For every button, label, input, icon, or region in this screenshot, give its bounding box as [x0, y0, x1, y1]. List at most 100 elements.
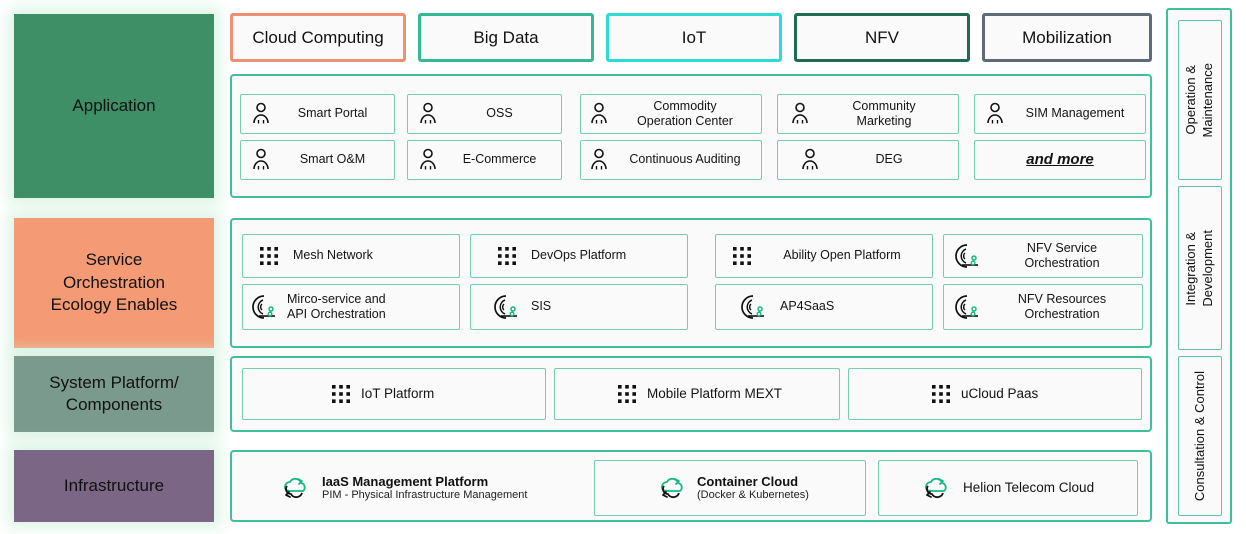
person-icon — [790, 102, 810, 126]
orchestration-icon — [740, 294, 768, 320]
service-item-label: Mesh Network — [293, 248, 373, 263]
grid-dots-icon — [931, 384, 951, 404]
domain-chip-label: IoT — [681, 27, 707, 47]
application-item-label: DEG — [875, 152, 903, 167]
application-item-label: Smart Portal — [297, 106, 368, 121]
application-item-label: Smart O&M — [299, 152, 366, 167]
person-icon — [251, 102, 271, 126]
application-item-smart-portal[interactable]: Smart Portal — [240, 94, 395, 134]
service-item-label: SIS — [531, 299, 552, 314]
infrastructure-item-text: IaaS Management Platform PIM - Physical … — [322, 474, 527, 503]
application-item-label: OSS — [486, 106, 513, 121]
orchestration-icon — [954, 294, 982, 320]
application-item-community-marketing[interactable]: Community Marketing — [777, 94, 959, 134]
cloud-sync-icon — [919, 474, 951, 502]
grid-dots-icon — [732, 246, 752, 266]
domain-chip-label: Big Data — [473, 27, 539, 47]
service-item-ap4saas[interactable]: AP4SaaS — [715, 284, 933, 330]
service-item-label: NFV Resources Orchestration — [1017, 291, 1107, 321]
service-item-nfv-resources-orchestration[interactable]: NFV Resources Orchestration — [943, 284, 1143, 330]
application-item-label: SIM Management — [1025, 106, 1125, 121]
rail-item-operation-maintenance[interactable]: Operation & Maintenance — [1178, 20, 1222, 180]
service-item-ability-open-platform[interactable]: Ability Open Platform — [715, 234, 933, 278]
person-icon — [589, 148, 609, 172]
system-item-label: uCloud Paas — [961, 385, 1039, 401]
grid-dots-icon — [259, 246, 279, 266]
infrastructure-item-text: Container Cloud (Docker & Kubernetes) — [697, 474, 809, 503]
system-item-ucloud-paas[interactable]: uCloud Paas — [848, 368, 1142, 420]
application-item-label: Community Marketing — [852, 98, 916, 128]
person-icon — [418, 148, 438, 172]
application-item-deg[interactable]: DEG — [777, 140, 959, 180]
person-icon — [985, 102, 1005, 126]
application-item-and-more[interactable]: and more — [974, 140, 1146, 180]
service-item-label: NFV Service Orchestration — [1024, 240, 1100, 270]
domain-chip-label: Mobilization — [1022, 27, 1112, 47]
application-item-e-commerce[interactable]: E-Commerce — [407, 140, 562, 180]
domain-chip-big-data[interactable]: Big Data — [418, 13, 594, 62]
infrastructure-item-iaas-management-platform[interactable]: IaaS Management Platform PIM - Physical … — [250, 460, 586, 516]
application-item-commodity-operation-center[interactable]: Commodity Operation Center — [580, 94, 762, 134]
layer-label-infrastructure-text: Infrastructure — [63, 475, 165, 495]
person-icon — [251, 148, 271, 172]
person-icon — [589, 102, 609, 126]
layer-label-application: Application — [14, 14, 214, 198]
infrastructure-item-container-cloud[interactable]: Container Cloud (Docker & Kubernetes) — [594, 460, 866, 516]
layer-label-service: Service Orchestration Ecology Enables — [14, 218, 214, 348]
rail-item-label: Integration & Development — [1183, 229, 1215, 307]
grid-dots-icon — [331, 384, 351, 404]
grid-dots-icon — [617, 384, 637, 404]
layer-label-system-text: System Platform/ Components — [49, 372, 179, 414]
layer-label-system: System Platform/ Components — [14, 356, 214, 432]
person-icon — [418, 102, 438, 126]
rail-item-label: Consultation & Control — [1191, 370, 1207, 502]
orchestration-icon — [954, 243, 982, 269]
domain-chip-iot[interactable]: IoT — [606, 13, 782, 62]
service-item-label: Ability Open Platform — [783, 248, 901, 263]
infrastructure-item-subtitle: (Docker & Kubernetes) — [697, 489, 809, 502]
domain-chip-cloud-computing[interactable]: Cloud Computing — [230, 13, 406, 62]
service-item-sis[interactable]: SIS — [470, 284, 688, 330]
application-item-smart-om[interactable]: Smart O&M — [240, 140, 395, 180]
layer-label-application-text: Application — [72, 95, 156, 115]
cloud-sync-icon — [278, 474, 310, 502]
rail-item-consultation-control[interactable]: Consultation & Control — [1178, 356, 1222, 516]
system-item-label: IoT Platform — [361, 385, 435, 401]
layer-label-infrastructure: Infrastructure — [14, 450, 214, 522]
person-icon — [800, 148, 820, 172]
grid-dots-icon — [497, 246, 517, 266]
service-item-nfv-service-orchestration[interactable]: NFV Service Orchestration — [943, 234, 1143, 278]
service-item-mesh-network[interactable]: Mesh Network — [242, 234, 460, 278]
application-item-oss[interactable]: OSS — [407, 94, 562, 134]
system-item-label: Mobile Platform MEXT — [647, 385, 783, 401]
orchestration-icon — [493, 294, 521, 320]
orchestration-icon — [251, 294, 279, 320]
layer-label-service-text: Service Orchestration Ecology Enables — [50, 250, 178, 315]
infrastructure-item-title: Container Cloud — [697, 473, 799, 489]
application-item-sim-management[interactable]: SIM Management — [974, 94, 1146, 134]
cloud-sync-icon — [655, 474, 687, 502]
infrastructure-item-helion-telecom-cloud[interactable]: Helion Telecom Cloud — [878, 460, 1138, 516]
system-item-iot-platform[interactable]: IoT Platform — [242, 368, 546, 420]
rail-item-integration-development[interactable]: Integration & Development — [1178, 186, 1222, 350]
application-item-continuous-auditing[interactable]: Continuous Auditing — [580, 140, 762, 180]
infrastructure-panel: IaaS Management Platform PIM - Physical … — [230, 450, 1152, 522]
service-item-micro-service-api-orchestration[interactable]: Mirco-service and API Orchestration — [242, 284, 460, 330]
domain-chip-nfv[interactable]: NFV — [794, 13, 970, 62]
domain-chip-label: Cloud Computing — [252, 27, 384, 47]
application-item-label: Continuous Auditing — [629, 152, 741, 167]
domain-chip-mobilization[interactable]: Mobilization — [982, 13, 1152, 62]
system-item-mobile-platform-mext[interactable]: Mobile Platform MEXT — [554, 368, 840, 420]
service-panel: Mesh Network DevOps Platform — [230, 218, 1152, 348]
service-rail: Operation & Maintenance Integration & De… — [1166, 8, 1232, 524]
service-item-label: AP4SaaS — [780, 299, 835, 314]
application-item-label: E-Commerce — [462, 152, 537, 167]
system-platform-panel: IoT Platform Mobile Platform MEXT — [230, 356, 1152, 432]
service-item-label: Mirco-service and API Orchestration — [287, 291, 386, 321]
application-item-label: Commodity Operation Center — [637, 98, 733, 128]
service-item-label: DevOps Platform — [531, 248, 627, 263]
service-item-devops-platform[interactable]: DevOps Platform — [470, 234, 688, 278]
infrastructure-item-subtitle: PIM - Physical Infrastructure Management — [322, 489, 528, 502]
application-panel: Smart Portal OSS Commodity Operation Cen… — [230, 74, 1152, 198]
application-item-label: and more — [1026, 150, 1094, 168]
